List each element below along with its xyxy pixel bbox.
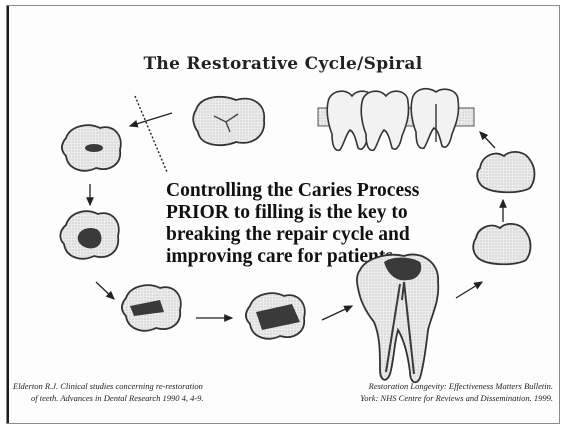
tooth-root-canal xyxy=(357,254,438,382)
reference-left: Elderton R.J. Clinical studies concernin… xyxy=(13,380,204,404)
tooth-crown-upper xyxy=(477,152,534,192)
tooth-small-lesion xyxy=(62,125,121,170)
reference-right: Restoration Longevity: Effectiveness Mat… xyxy=(360,380,553,404)
tooth-healthy-occlusal xyxy=(193,97,264,145)
tooth-crown-lower xyxy=(473,224,530,264)
crossed-out-arrow xyxy=(130,96,172,172)
tooth-filled-large xyxy=(246,293,305,338)
reference-right-line-2: York: NHS Centre for Reviews and Dissemi… xyxy=(360,392,553,404)
tooth-bridge-extraction xyxy=(318,89,474,151)
tooth-filled-small xyxy=(122,285,181,330)
reference-left-line-2: of teeth. Advances in Dental Research 19… xyxy=(13,392,204,404)
reference-left-line-1: Elderton R.J. Clinical studies concernin… xyxy=(13,380,204,392)
reference-right-line-1: Restoration Longevity: Effectiveness Mat… xyxy=(360,380,553,392)
tooth-cavity-occlusal xyxy=(60,211,118,258)
